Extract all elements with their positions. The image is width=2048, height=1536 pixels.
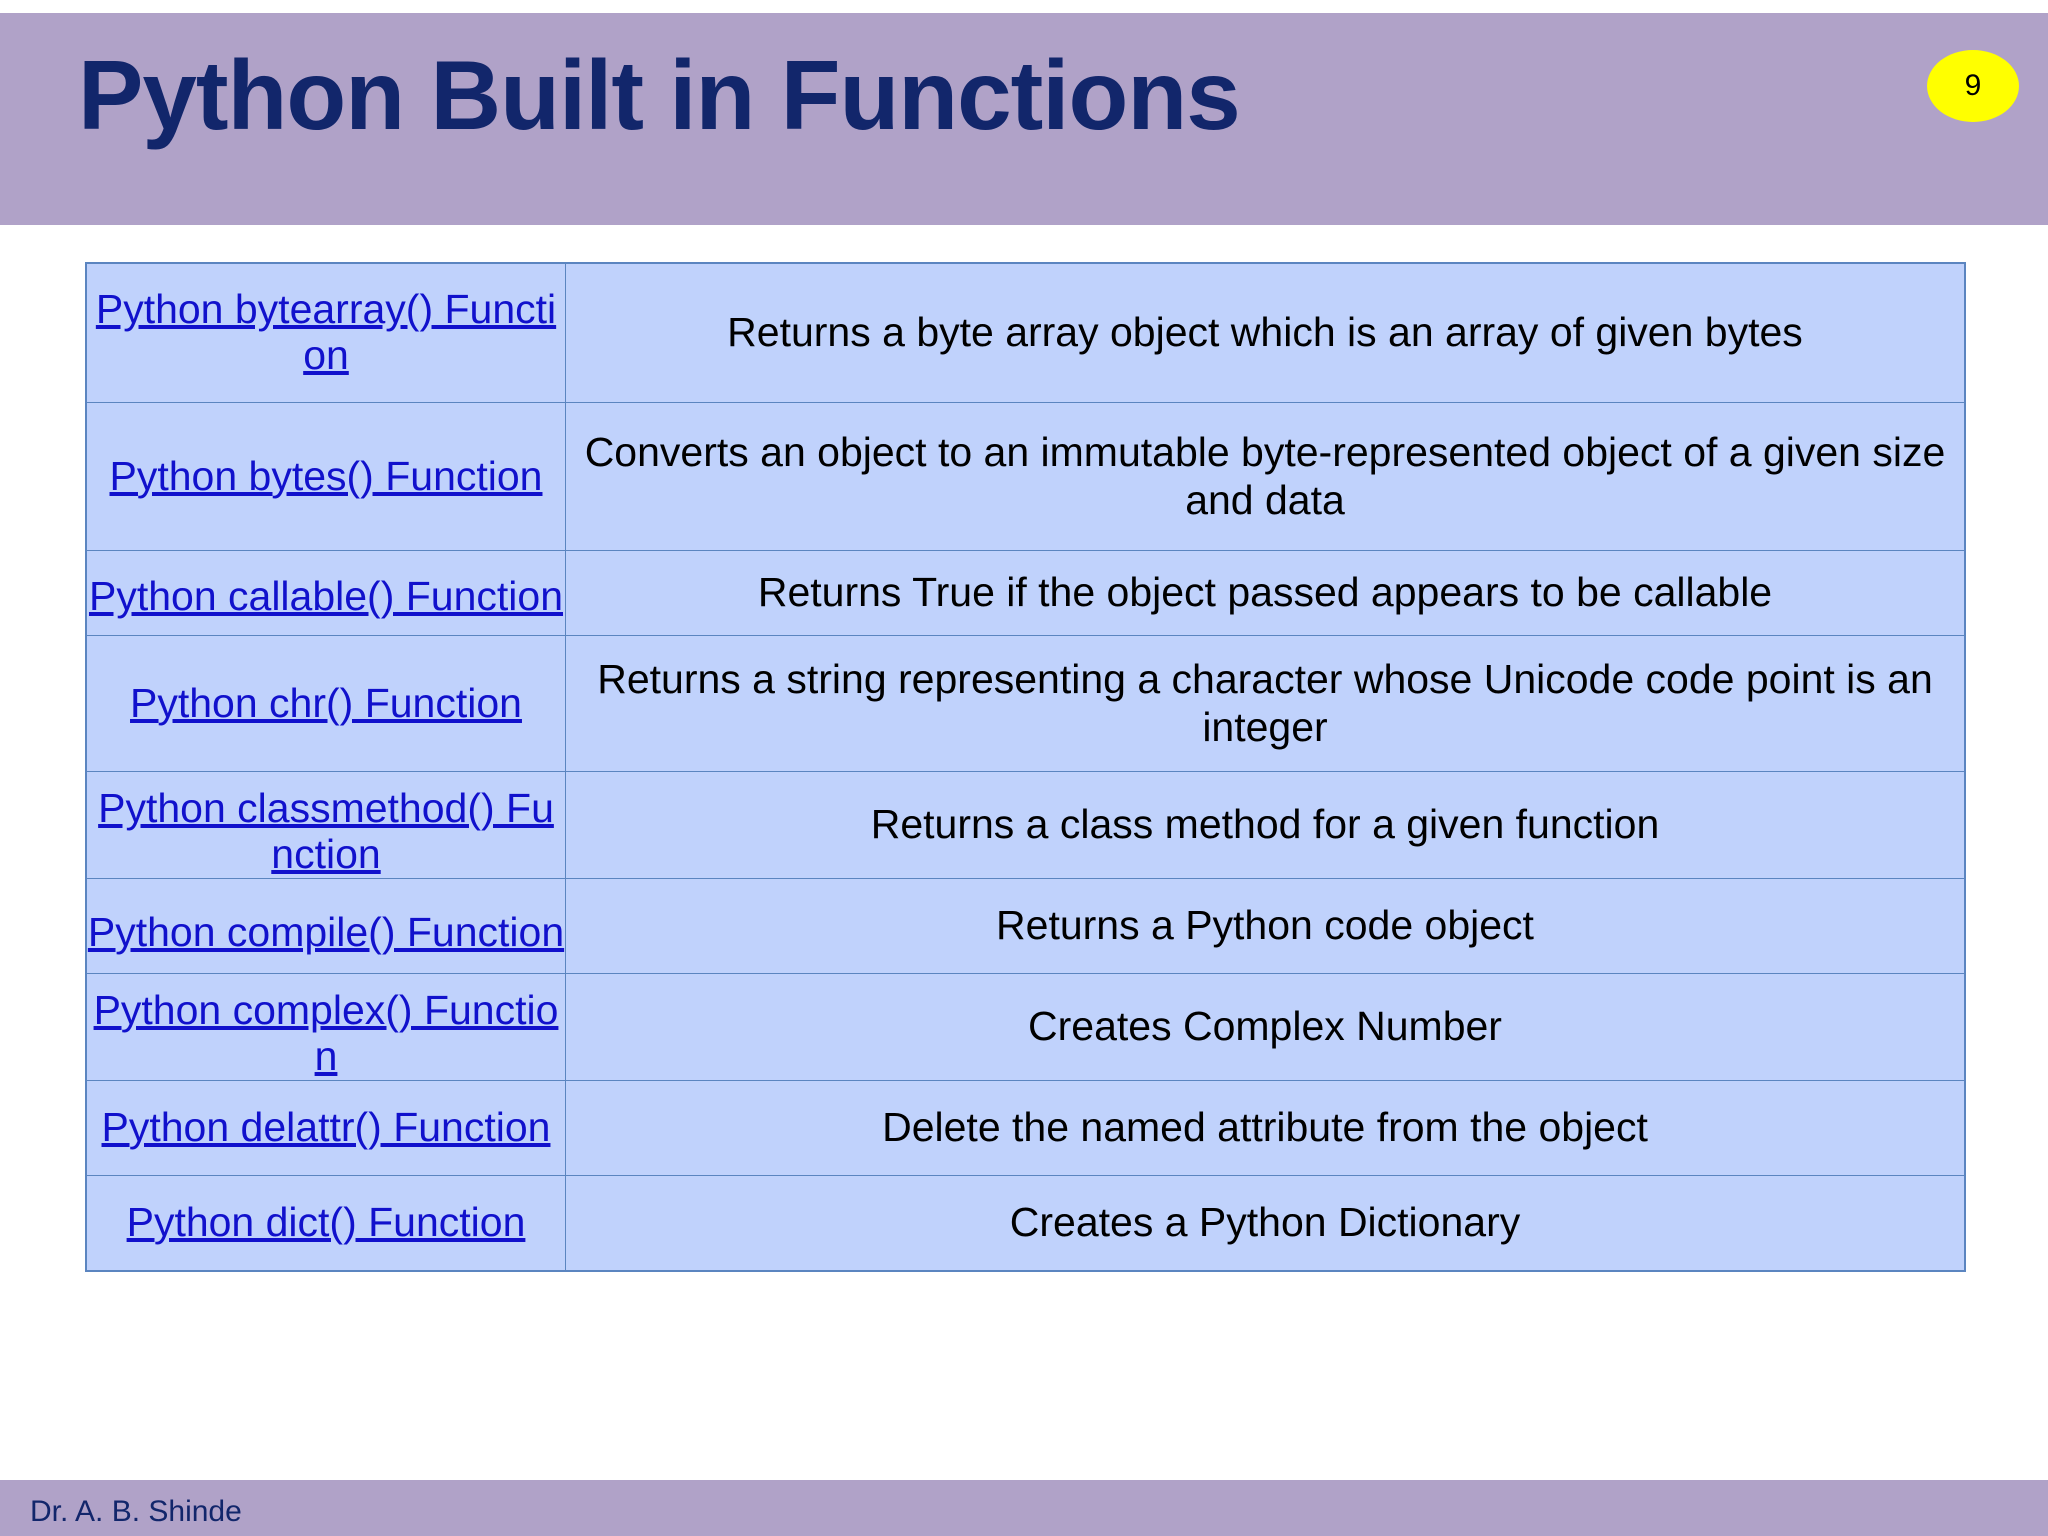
function-link-cell[interactable]: Python callable() Function xyxy=(85,550,566,636)
function-description: Returns a Python code object xyxy=(996,902,1534,949)
function-description-cell: Delete the named attribute from the obje… xyxy=(565,1079,1966,1176)
table-row: Python chr() Function Returns a string r… xyxy=(85,635,1966,772)
function-description-cell: Converts an object to an immutable byte-… xyxy=(565,402,1966,551)
page-number-label: 9 xyxy=(1964,69,1982,102)
table-body: Python bytearray() Function Returns a by… xyxy=(85,262,1966,1272)
function-link-cell[interactable]: Python chr() Function xyxy=(85,635,566,772)
footer-author-label: Dr. A. B. Shinde xyxy=(30,1495,242,1528)
function-description: Returns a string representing a characte… xyxy=(597,655,1933,750)
function-description: Creates Complex Number xyxy=(1028,1002,1502,1049)
function-link-cell[interactable]: Python classmethod() Function xyxy=(85,771,566,879)
function-link[interactable]: Python callable() Function xyxy=(88,573,564,620)
function-description-cell: Returns a class method for a given funct… xyxy=(565,771,1966,879)
function-description-cell: Returns True if the object passed appear… xyxy=(565,550,1966,636)
function-description-cell: Returns a Python code object xyxy=(565,877,1966,974)
function-link-cell[interactable]: Python complex() Function xyxy=(85,972,566,1081)
function-link[interactable]: Python delattr() Function xyxy=(101,1103,551,1150)
function-description: Creates a Python Dictionary xyxy=(1009,1198,1521,1245)
function-link[interactable]: Python compile() Function xyxy=(87,908,565,955)
function-link-cell[interactable]: Python delattr() Function xyxy=(85,1079,566,1176)
function-description-cell: Returns a string representing a characte… xyxy=(565,635,1966,772)
builtin-functions-table: Python bytearray() Function Returns a by… xyxy=(85,262,1966,1272)
page-number-badge: 9 xyxy=(1927,50,2019,122)
function-link-cell[interactable]: Python compile() Function xyxy=(85,877,566,974)
function-description: Converts an object to an immutable byte-… xyxy=(584,428,1946,523)
slide-header-band xyxy=(0,13,2048,225)
function-link-cell[interactable]: Python bytearray() Function xyxy=(85,262,566,403)
slide-footer-band xyxy=(0,1480,2048,1536)
function-description-cell: Creates a Python Dictionary xyxy=(565,1174,1966,1272)
function-description: Returns a byte array object which is an … xyxy=(727,309,1803,356)
function-description-cell: Creates Complex Number xyxy=(565,972,1966,1081)
table-row: Python classmethod() Function Returns a … xyxy=(85,771,1966,879)
table-row: Python compile() Function Returns a Pyth… xyxy=(85,877,1966,974)
function-link[interactable]: Python classmethod() Function xyxy=(98,785,554,877)
function-link[interactable]: Python bytes() Function xyxy=(109,452,543,499)
function-link[interactable]: Python chr() Function xyxy=(130,679,522,726)
table-row: Python bytearray() Function Returns a by… xyxy=(85,262,1966,403)
function-link[interactable]: Python dict() Function xyxy=(126,1198,526,1245)
page-title: Python Built in Functions xyxy=(78,40,1241,150)
table-row: Python dict() Function Creates a Python … xyxy=(85,1174,1966,1272)
table-row: Python delattr() Function Delete the nam… xyxy=(85,1079,1966,1176)
function-description: Returns True if the object passed appear… xyxy=(757,569,1773,616)
function-link[interactable]: Python complex() Function xyxy=(93,986,559,1079)
function-description: Returns a class method for a given funct… xyxy=(870,801,1660,848)
function-description: Delete the named attribute from the obje… xyxy=(882,1103,1648,1150)
table-row: Python callable() Function Returns True … xyxy=(85,550,1966,636)
function-link-cell[interactable]: Python bytes() Function xyxy=(85,402,566,551)
function-link[interactable]: Python bytearray() Function xyxy=(95,286,557,378)
function-link-cell[interactable]: Python dict() Function xyxy=(85,1174,566,1272)
table-row: Python bytes() Function Converts an obje… xyxy=(85,402,1966,551)
table-row: Python complex() Function Creates Comple… xyxy=(85,972,1966,1081)
function-description-cell: Returns a byte array object which is an … xyxy=(565,262,1966,403)
